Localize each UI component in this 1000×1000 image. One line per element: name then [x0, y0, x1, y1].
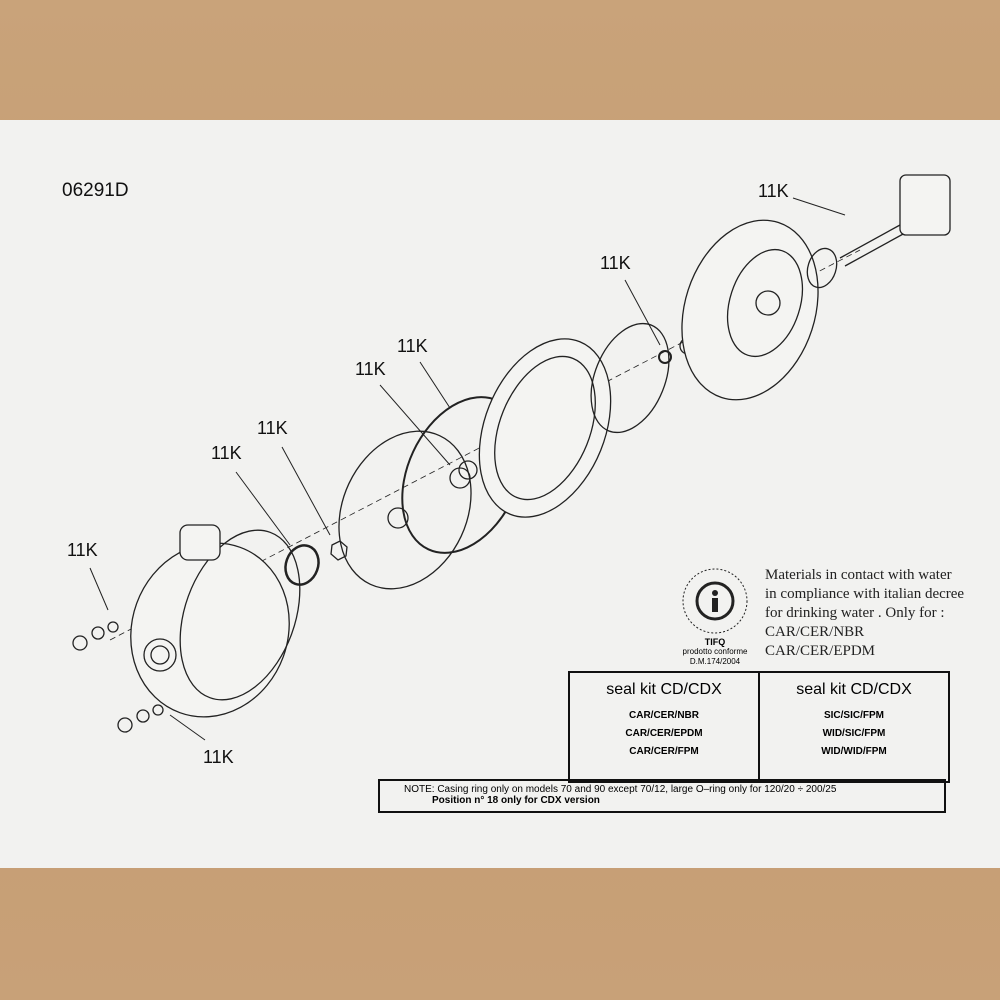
- seal-kit-column: seal kit CD/CDX SIC/SIC/FPM WID/SIC/FPM …: [758, 673, 948, 781]
- bearing: [806, 247, 838, 289]
- callout-11k: 11K: [257, 418, 288, 438]
- note-box: NOTE: Casing ring only on models 70 and …: [378, 779, 946, 813]
- callout-11k: 11K: [758, 181, 789, 201]
- callout-11k: 11K: [355, 359, 386, 379]
- document-code: 06291D: [62, 180, 129, 201]
- callout-11k: 11K: [397, 336, 428, 356]
- impeller: [338, 430, 472, 590]
- callout-11k: 11K: [211, 443, 242, 463]
- disc: [590, 322, 670, 434]
- seal-kit-column: seal kit CD/CDX CAR/CER/NBR CAR/CER/EPDM…: [606, 681, 722, 757]
- drinking-water-certification-icon: [682, 568, 748, 634]
- casing-ring: [284, 544, 320, 586]
- seal-housing-plate: [478, 338, 612, 518]
- motor-flange: [681, 219, 819, 401]
- materials-note: Materials in contact with water in compl…: [765, 567, 965, 659]
- shaft-motor: [839, 174, 951, 267]
- tifq-logo: TIFQ prodotto conforme D.M.174/2004: [672, 566, 758, 667]
- seal-kit-table: seal kit CD/CDX CAR/CER/NBR CAR/CER/EPDM…: [568, 671, 950, 783]
- callout-11k: 11K: [203, 747, 234, 767]
- mechanical-seal: [449, 460, 478, 489]
- bolts-washers: [72, 621, 164, 733]
- callout-11k: 11K: [67, 540, 98, 560]
- callout-11k: 11K: [600, 253, 631, 273]
- callout-arrows: [89, 197, 846, 741]
- pump-casing: [130, 524, 301, 718]
- small-o-ring: [658, 350, 672, 364]
